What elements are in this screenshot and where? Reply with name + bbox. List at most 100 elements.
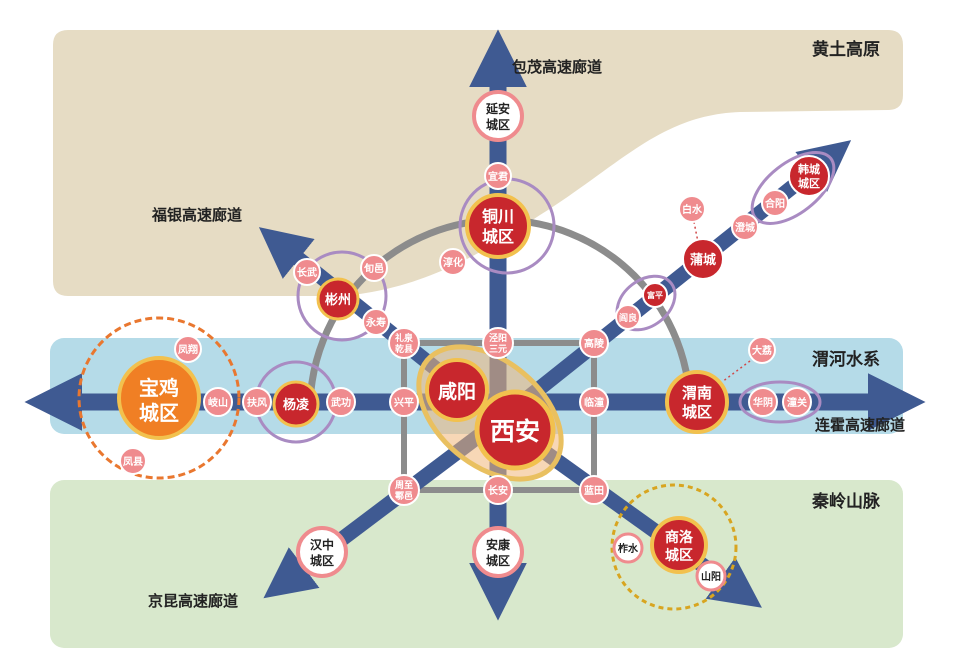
tongchuan-label-2: 城区 (482, 227, 514, 246)
fuping-node (642, 282, 668, 308)
baishui-node (678, 195, 706, 223)
chunhua-label: 淳化 (443, 256, 463, 269)
fengxiang-node (174, 335, 202, 363)
binzhou-node (316, 277, 360, 321)
zhashui-node (612, 532, 644, 564)
baomao-corridor-label: 包茂高速廊道 (512, 58, 602, 76)
fuping-label: 富平 (647, 290, 663, 300)
sanyuan-label: 三元 (489, 344, 507, 355)
yangling-label: 杨凌 (283, 397, 310, 413)
weinan-label-2: 城区 (682, 403, 712, 421)
hanzhong-label-2: 城区 (310, 553, 334, 568)
shangluo-label-1: 商洛 (665, 529, 694, 546)
yanliang-label: 阎良 (619, 312, 637, 324)
yanan-node (472, 90, 524, 142)
lintong-node (579, 387, 609, 417)
xian-label: 西安 (490, 417, 540, 446)
xingping-label: 兴平 (394, 396, 414, 409)
hancheng-label-2: 城区 (798, 176, 820, 190)
chengcheng-node (731, 213, 759, 241)
jingkun-corridor-label: 京昆高速廊道 (148, 592, 238, 610)
changan-label: 长安 (488, 484, 508, 497)
yongshou-label: 永寿 (365, 316, 386, 329)
shangluo-cluster-ring (610, 483, 738, 611)
jingyang-sanyuan-node (482, 327, 514, 359)
baoji-label-2: 城区 (139, 401, 179, 425)
chunhua-node (439, 248, 467, 276)
qinling-mountain-label: 秦岭山脉 (812, 491, 881, 512)
tongguan-label: 潼关 (787, 396, 807, 409)
fengxiang-label: 凤翔 (178, 343, 198, 356)
dali-connector (721, 351, 763, 383)
yanliang-node (615, 304, 641, 330)
yanan-label-2: 城区 (486, 117, 510, 132)
yijun-label: 宜君 (488, 170, 508, 183)
weinan-label-1: 渭南 (682, 384, 712, 402)
lintong-label: 临潼 (584, 396, 604, 409)
hancheng-label-1: 韩城 (798, 162, 820, 176)
xianyang-node (425, 358, 489, 422)
yongshou-node (362, 308, 390, 336)
dali-node (748, 336, 776, 364)
zhouzhi-huyi-node (388, 474, 420, 506)
pucheng-node (682, 238, 724, 280)
changwu-node (293, 258, 321, 286)
xingping-node (389, 387, 419, 417)
huayin-label: 华阴 (753, 396, 773, 409)
liquan-label: 礼泉 (395, 332, 414, 344)
tongguan-node (782, 387, 812, 417)
ankang-label-1: 安康 (486, 537, 511, 552)
huayin-cluster-ring (738, 380, 822, 424)
town-nodes: 凤翔 凤县 岐山 扶风 武功 兴平 长武 旬邑 永寿 礼泉 乾县 泾阳 三元 宜… (119, 162, 812, 506)
fengxian-label: 凤县 (123, 456, 143, 468)
tongchuan-label-1: 铜川 (482, 207, 514, 226)
gaoling-label: 高陵 (584, 337, 605, 350)
zhouzhi-label: 周至 (395, 480, 413, 491)
pucheng-label: 蒲城 (690, 252, 716, 268)
heyang-label: 合阳 (764, 197, 785, 210)
heyang-node (761, 189, 789, 217)
shangluo-label-2: 城区 (665, 547, 693, 564)
loess-plateau-label: 黄土高原 (812, 39, 880, 60)
jingyang-label: 泾阳 (489, 332, 507, 344)
ankang-node (472, 526, 524, 578)
gaoling-node (579, 328, 609, 358)
xianyang-label: 咸阳 (438, 380, 476, 403)
baoji-cluster-ring (77, 316, 241, 480)
fufeng-node (242, 387, 272, 417)
xian-node (474, 389, 556, 471)
xunyi-label: 旬邑 (363, 262, 384, 275)
huyi-label: 鄠邑 (395, 491, 413, 502)
lianhuo-corridor-label: 连霍高速廊道 (815, 416, 905, 434)
loess-plateau-region (53, 30, 903, 296)
wugong-label: 武功 (331, 396, 351, 409)
binzhou-label: 彬州 (325, 292, 351, 308)
changan-node (483, 475, 513, 505)
binzhou-cluster-ring (296, 250, 388, 342)
shanyang-node (695, 560, 727, 592)
wugong-node (326, 387, 356, 417)
weinan-node (665, 370, 729, 434)
hancheng-node (788, 155, 830, 197)
baoji-label-1: 宝鸡 (139, 376, 179, 400)
dali-label: 大荔 (752, 344, 772, 357)
xunyi-node (360, 254, 388, 282)
zhashui-label: 柞水 (618, 542, 639, 555)
qianxian-label: 乾县 (395, 343, 413, 355)
shanyang-label: 山阳 (701, 570, 721, 583)
qishan-node (203, 387, 233, 417)
fengxian-node (119, 447, 147, 475)
yijun-node (484, 162, 512, 190)
chengcheng-label: 澄城 (735, 221, 755, 234)
shangluo-node (650, 516, 708, 574)
yangling-node (272, 380, 320, 428)
weihe-river-label: 渭河水系 (812, 349, 880, 370)
qishan-label: 岐山 (208, 396, 228, 409)
hanzhong-node (296, 526, 348, 578)
tongchuan-node (465, 193, 531, 259)
fuyin-corridor-label: 福银高速廊道 (151, 206, 242, 224)
baoji-node (117, 356, 201, 440)
lantian-label: 蓝田 (584, 484, 604, 497)
baishui-label: 白水 (682, 203, 703, 216)
